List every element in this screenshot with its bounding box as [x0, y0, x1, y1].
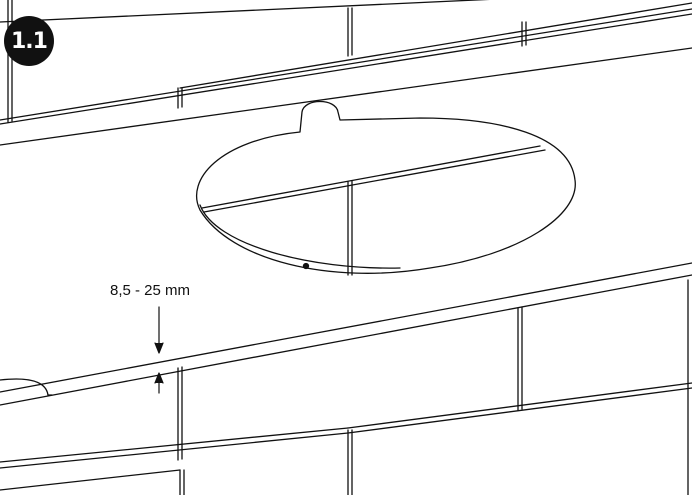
upper-tile-wall — [0, 0, 692, 125]
thickness-dimension — [154, 306, 164, 394]
sink-cutout — [195, 100, 576, 276]
lower-tile-wall — [0, 279, 692, 495]
countertop — [0, 47, 692, 406]
dimension-label: 8,5 - 25 mm — [110, 282, 191, 299]
step-badge: 1.1 — [4, 16, 54, 66]
